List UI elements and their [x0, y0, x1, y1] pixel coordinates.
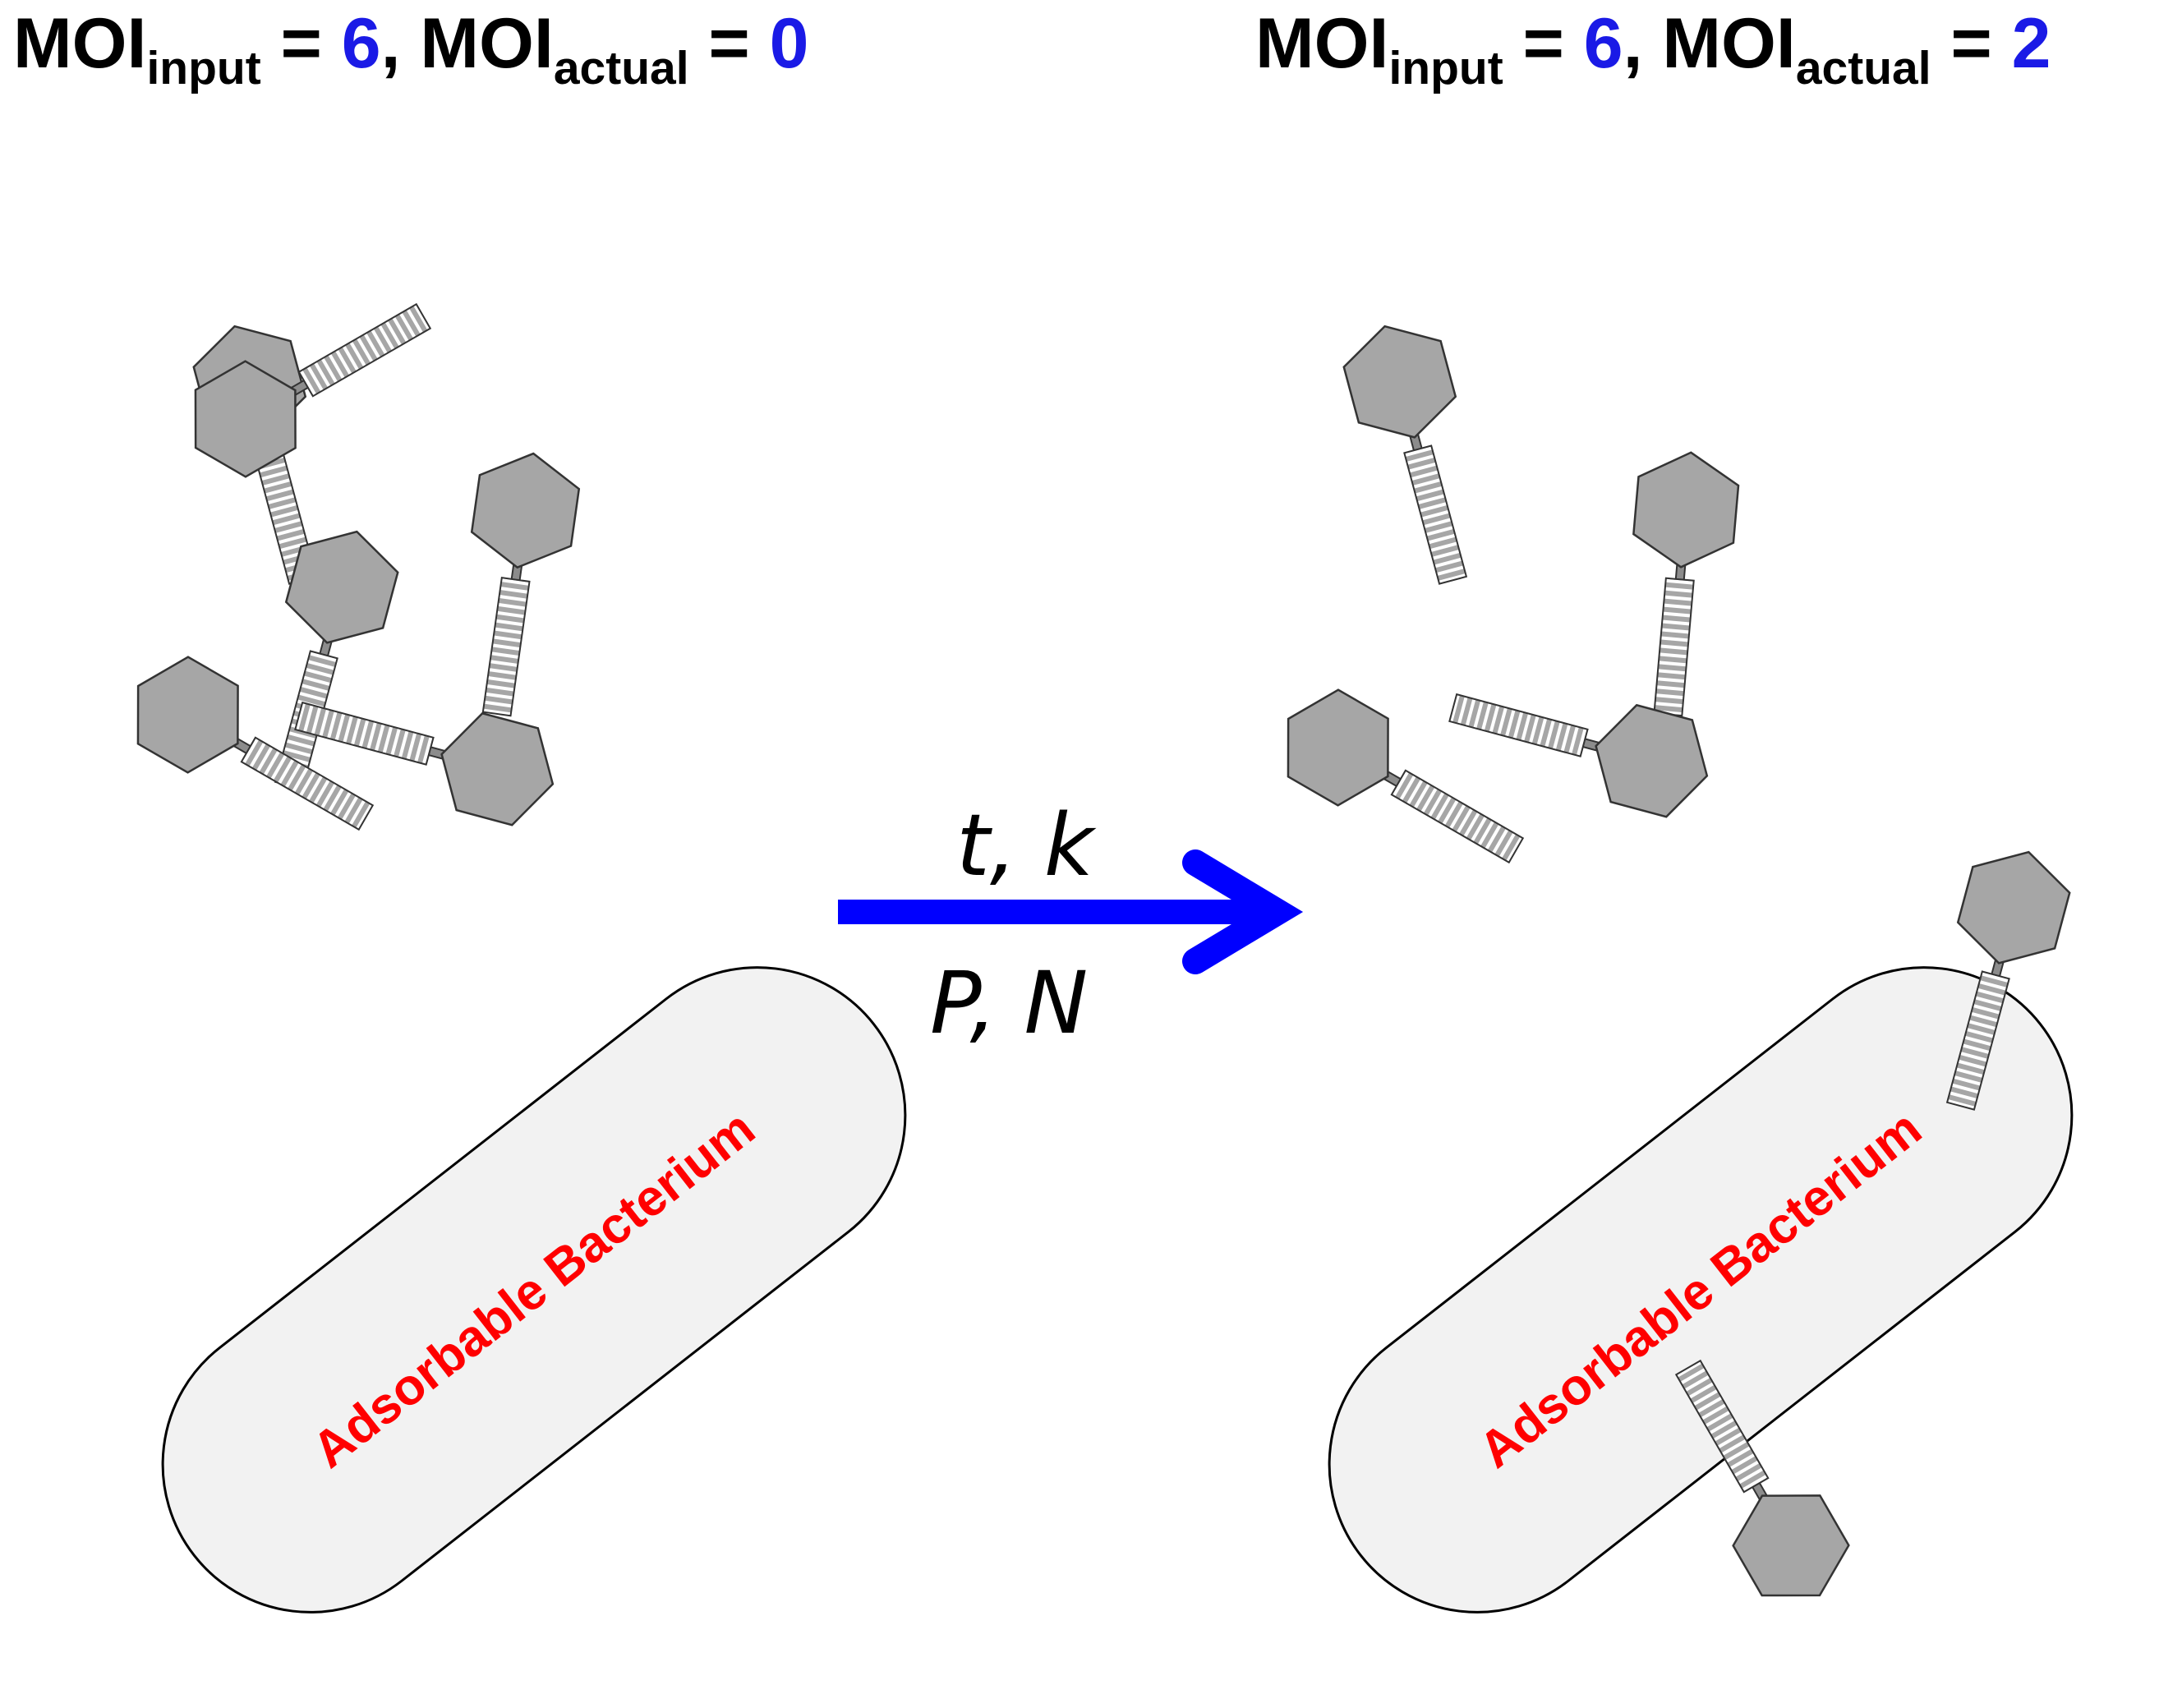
left-bacterium: Adsorbable Bacterium	[161, 966, 907, 1614]
right-bacterium: Adsorbable Bacterium	[1328, 966, 2074, 1614]
transition-arrow	[838, 849, 1304, 974]
transition-params-bottom: P, N	[930, 953, 1089, 1053]
right-free-phages	[1262, 312, 1742, 895]
left-free-phages	[112, 271, 584, 863]
phage-icon	[169, 271, 450, 493]
phage-icon	[446, 445, 584, 722]
left-moi-title: MOIinput = 6, MOIactual = 0	[13, 4, 809, 94]
phage-icon	[112, 641, 393, 863]
right-moi-title: MOIinput = 6, MOIactual = 2	[1255, 4, 2051, 94]
phage-icon	[1617, 447, 1742, 720]
phage-icon	[1335, 312, 1503, 595]
transition-params-top: t, k	[956, 795, 1094, 895]
